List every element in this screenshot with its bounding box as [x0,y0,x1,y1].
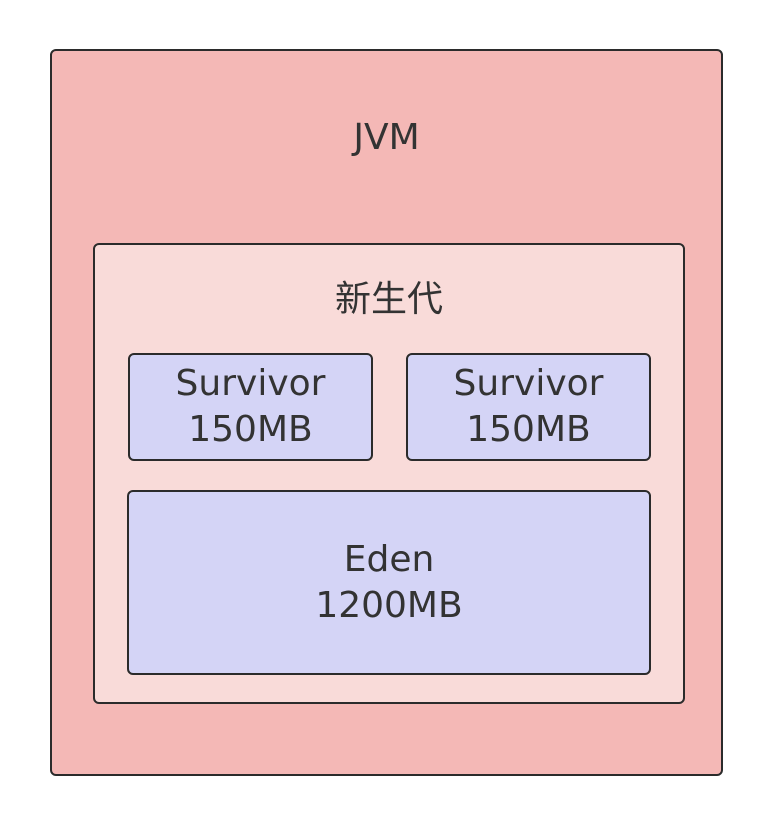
eden-size: 1200MB [315,584,463,626]
eden-name: Eden [343,538,435,580]
survivor-2-size: 150MB [466,409,591,450]
survivor-box-2: Survivor 150MB [406,353,651,461]
survivor-1-name: Survivor [175,363,326,404]
jvm-label: JVM [353,117,420,158]
survivor-box-1: Survivor 150MB [128,353,373,461]
survivor-1-size: 150MB [188,409,313,450]
young-generation-label: 新生代 [334,279,443,320]
eden-box: Eden 1200MB [127,490,651,675]
survivor-2-name: Survivor [453,363,604,404]
